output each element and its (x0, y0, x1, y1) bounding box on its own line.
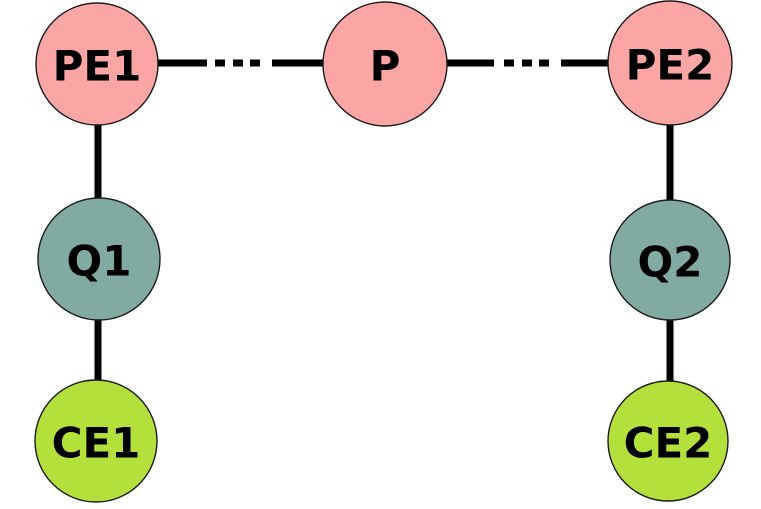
node-pe1: PE1 (35, 2, 159, 126)
node-p-circle (322, 1, 448, 127)
node-ce2-label: CE2 (624, 419, 713, 468)
node-p: P (322, 1, 448, 127)
node-pe2: PE2 (607, 0, 733, 126)
node-q1: Q1 (37, 197, 161, 321)
node-pe1-label: PE1 (53, 42, 142, 91)
node-pe2-label: PE2 (626, 41, 715, 90)
node-ce1-label: CE1 (52, 419, 141, 468)
node-q1-circle (37, 197, 161, 321)
node-p-label: P (370, 42, 401, 91)
node-q2-circle (609, 199, 731, 321)
node-pe1-circle (35, 2, 159, 126)
node-ce1: CE1 (34, 379, 158, 503)
node-ce1-circle (34, 379, 158, 503)
node-ce2-circle (607, 380, 729, 502)
node-pe2-circle (607, 0, 733, 126)
node-q2: Q2 (609, 199, 731, 321)
node-q1-label: Q1 (67, 237, 132, 286)
node-q2-label: Q2 (638, 238, 703, 287)
node-ce2: CE2 (607, 380, 729, 502)
